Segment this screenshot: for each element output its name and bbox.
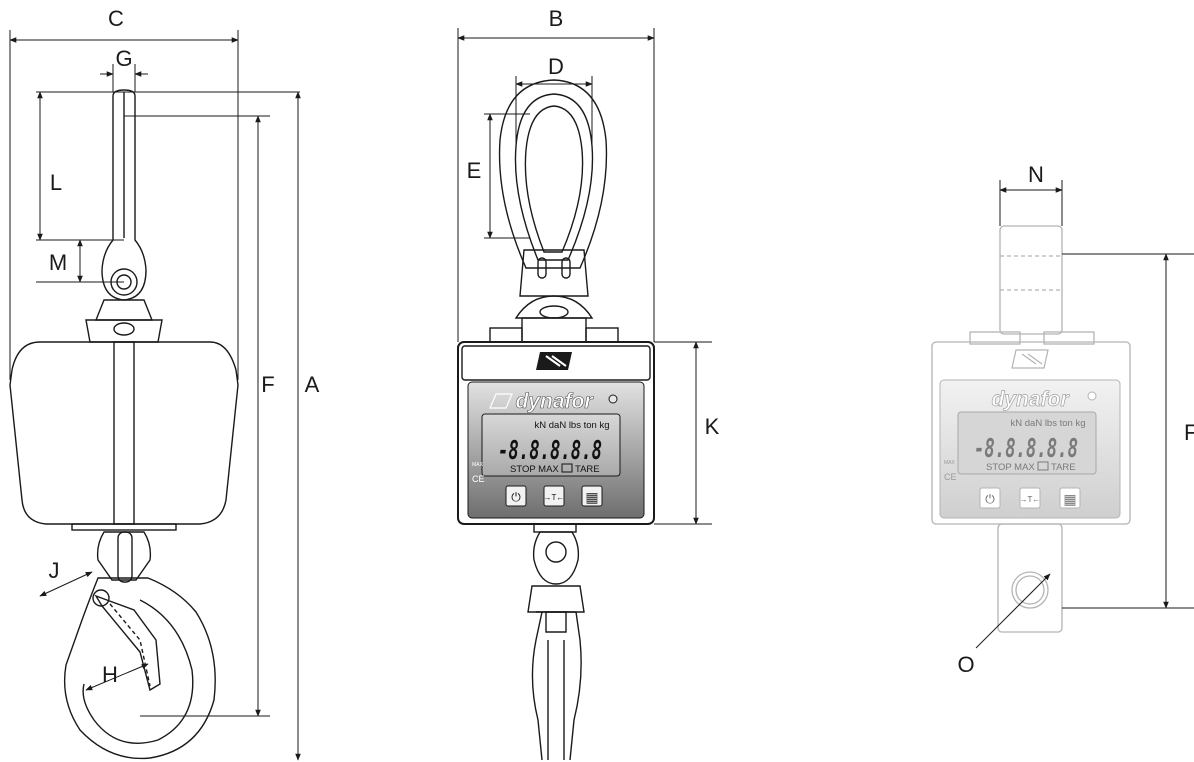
dim-label-a: A	[305, 372, 320, 397]
hook-inner-curve	[82, 599, 194, 744]
top-collar-left	[489, 327, 523, 343]
faded-lcd-screen	[957, 411, 1097, 475]
side-body-center-strip	[113, 341, 135, 525]
menu-button[interactable]: ▦	[581, 485, 603, 507]
faded-bottom-hole-inner	[1015, 575, 1045, 605]
faded-collar-left	[969, 331, 1021, 345]
bottom-clevis-pin	[545, 541, 567, 563]
faded-tare-icon: →T←	[1020, 495, 1041, 504]
menu-icon: ▦	[585, 489, 598, 505]
tare-icon: →T←	[544, 493, 565, 502]
dim-label-h: H	[102, 662, 118, 687]
shackle-pin-right	[561, 257, 571, 279]
top-swivel-nut	[539, 305, 569, 319]
dim-label-b: B	[549, 6, 564, 31]
faded-top-bar	[999, 225, 1063, 335]
power-button[interactable]: ⏻	[505, 485, 527, 507]
faded-lcd-battery-icon	[1037, 461, 1049, 471]
faded-power-icon: ⏻	[985, 492, 995, 506]
faded-menu-icon: ▦	[1063, 491, 1076, 507]
top-shackle-plate	[101, 89, 147, 301]
dim-label-n: N	[1028, 162, 1044, 187]
front-housing-top-band	[461, 345, 651, 381]
hook-body	[63, 577, 216, 760]
bottom-hook-front	[531, 611, 582, 761]
dim-label-d: D	[548, 54, 564, 79]
hook-shank	[96, 531, 152, 581]
front-view	[457, 79, 655, 761]
faded-lcd-status: STOP MAX	[986, 462, 1035, 473]
lcd-screen	[481, 413, 621, 477]
top-shackle-outer	[498, 79, 608, 269]
faded-status-led	[1087, 391, 1097, 401]
faded-lcd-reading: -8.8.8.8.8	[974, 434, 1078, 464]
hook-latch	[94, 594, 161, 692]
faded-side-max-mark: MAX	[944, 460, 956, 466]
dim-label-f: F	[261, 372, 274, 397]
faded-front-view	[931, 225, 1131, 633]
hook-shank-slot	[117, 531, 133, 583]
bottom-hook-latch	[545, 611, 567, 633]
lcd-tare: TARE	[575, 464, 600, 475]
faded-tare-button[interactable]: →T←	[1019, 487, 1041, 509]
shackle-pin-left	[537, 257, 547, 279]
faded-logo-badge	[1011, 349, 1049, 369]
front-view-dimensions	[457, 28, 712, 525]
faded-collar-right	[1043, 331, 1095, 345]
lcd-status: STOP MAX	[510, 464, 559, 475]
faded-display-panel: dynafor kN daN lbs ton kg -8.8.8.8.8 STO…	[939, 379, 1121, 519]
side-max-mark: MAX	[472, 462, 484, 468]
lcd-reading: -8.8.8.8.8	[498, 436, 602, 466]
lcd-units: kN daN lbs ton kg	[535, 420, 610, 431]
faded-bottom-bar	[997, 523, 1063, 633]
dim-label-g: G	[115, 46, 132, 71]
faded-power-button[interactable]: ⏻	[979, 487, 1001, 509]
bottom-hook-swivel	[527, 585, 585, 613]
power-icon: ⏻	[511, 490, 521, 504]
faded-view-dimensions	[975, 180, 1194, 649]
side-view-dimensions	[9, 30, 301, 761]
dim-label-l: L	[50, 170, 62, 195]
side-body-bottom-plate	[71, 523, 177, 531]
swivel-nut	[113, 322, 135, 336]
side-body	[9, 341, 239, 525]
bottom-collar	[533, 523, 577, 533]
tare-button[interactable]: →T←	[543, 485, 565, 507]
top-collar-center	[521, 317, 587, 343]
lcd-battery-icon	[561, 463, 573, 473]
dim-label-o: O	[957, 652, 974, 677]
faded-lcd-tare: TARE	[1051, 462, 1076, 473]
dim-label-e: E	[467, 158, 482, 183]
faded-menu-button[interactable]: ▦	[1059, 487, 1081, 509]
dim-label-f-right: F	[1184, 420, 1194, 445]
top-swivel	[514, 295, 594, 319]
front-logo-badge	[536, 352, 572, 370]
dim-label-j: J	[49, 558, 60, 583]
swivel-block	[94, 299, 154, 321]
faded-bottom-hole	[1011, 571, 1049, 609]
bottom-clevis	[532, 531, 580, 585]
top-collar-right	[585, 327, 619, 343]
ce-mark: CE	[472, 474, 485, 484]
top-shackle-inner2	[524, 105, 584, 253]
dim-label-k: K	[705, 414, 720, 439]
status-led	[608, 394, 618, 404]
brand-logo-icon	[489, 393, 513, 409]
side-view	[9, 89, 239, 760]
faded-ce-mark: CE	[944, 472, 957, 482]
bottom-hook-front-inner	[547, 640, 565, 760]
brand-logo-text: dynafor	[515, 390, 594, 413]
front-display-panel: dynafor kN daN lbs ton kg -8.8.8.8.8 STO…	[467, 381, 645, 519]
dim-label-c: C	[108, 6, 124, 31]
faded-brand-logo-text: dynafor	[991, 388, 1070, 411]
shackle-pin-block	[519, 249, 589, 297]
hook-latch-pin	[92, 589, 110, 607]
dim-label-m: M	[49, 250, 67, 275]
faded-lcd-units: kN daN lbs ton kg	[1011, 418, 1086, 429]
top-shackle-inner	[514, 93, 594, 261]
